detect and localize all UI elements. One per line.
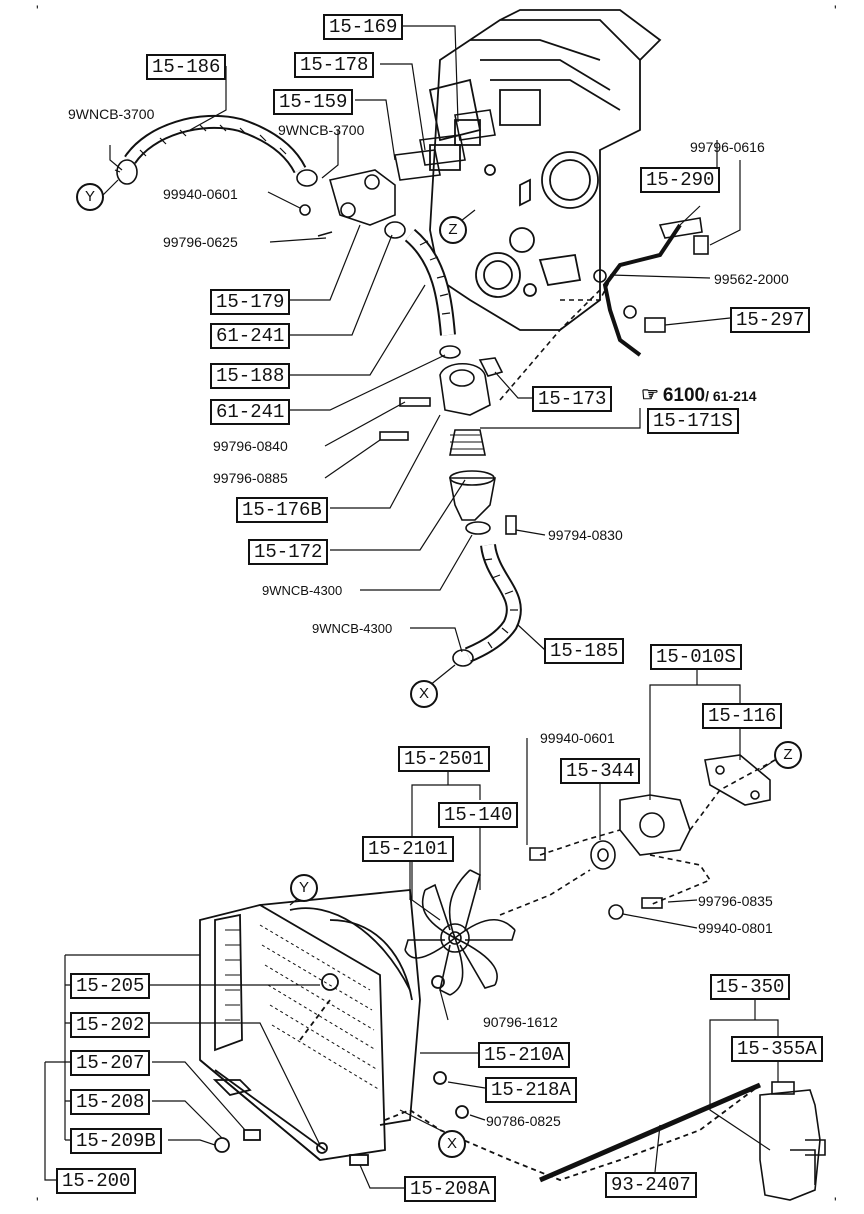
part-label-99562-2000: 99562-2000	[714, 271, 789, 287]
lower-radiator-hose	[452, 543, 522, 667]
part-label-9wncb-3700-a: 9WNCB-3700	[68, 106, 155, 122]
part-box-15-2501: 15-2501	[398, 746, 490, 772]
cross-reference-6100: ☞ 6100/ 61-214	[641, 382, 756, 407]
part-label-90786-0825: 90786-0825	[486, 1113, 561, 1129]
part-box-15-2101: 15-2101	[362, 836, 454, 862]
connection-marker-z-upper: Z	[439, 216, 467, 244]
cross-reference-sub: / 61-214	[705, 388, 757, 404]
connection-marker-z-lower: Z	[774, 741, 802, 769]
cooling-fan	[404, 869, 591, 996]
leader-lines	[44, 25, 779, 1189]
part-box-61-241-b: 61-241	[210, 399, 291, 425]
part-box-15-205: 15-205	[70, 973, 151, 999]
upper-radiator-hose	[116, 115, 318, 187]
part-box-15-186: 15-186	[146, 54, 227, 80]
corner-mark-bottom-left: '	[36, 1194, 39, 1210]
part-box-15-209B: 15-209B	[70, 1128, 162, 1154]
connection-marker-x-lower: X	[438, 1130, 466, 1158]
engine-block-drawing	[428, 9, 662, 331]
part-box-15-350: 15-350	[710, 974, 791, 1000]
part-box-15-355A: 15-355A	[731, 1036, 823, 1062]
pointing-hand-icon: ☞	[641, 384, 659, 406]
water-inlet-assembly	[379, 289, 601, 535]
cross-reference-main: 6100	[662, 385, 706, 406]
part-label-9wncb-4300-a: 9WNCB-4300	[262, 583, 343, 598]
part-box-15-140: 15-140	[438, 802, 519, 828]
part-box-15-297: 15-297	[730, 307, 811, 333]
part-label-90796-1612: 90796-1612	[483, 1014, 558, 1030]
corner-mark-top-right: '	[834, 2, 837, 18]
part-box-61-241-a: 61-241	[210, 323, 291, 349]
part-box-15-207: 15-207	[70, 1050, 151, 1076]
connection-marker-y-lower: Y	[290, 874, 318, 902]
part-box-15-176B: 15-176B	[236, 497, 328, 523]
radiator-assembly	[199, 889, 761, 1181]
corner-mark-bottom-right: '	[834, 1194, 837, 1210]
connection-marker-x-upper: X	[410, 680, 438, 708]
part-box-15-173: 15-173	[532, 386, 613, 412]
part-box-15-179: 15-179	[210, 289, 291, 315]
part-box-93-2407: 93-2407	[605, 1172, 697, 1198]
connection-marker-y-upper: Y	[76, 183, 104, 211]
part-label-9wncb-3700-b: 9WNCB-3700	[278, 122, 365, 138]
part-box-15-171S: 15-171S	[647, 408, 739, 434]
part-box-15-116: 15-116	[702, 703, 783, 729]
part-box-15-200: 15-200	[56, 1168, 137, 1194]
part-box-15-178: 15-178	[294, 52, 375, 78]
corner-mark-top-left: '	[36, 2, 39, 18]
part-box-15-185: 15-185	[544, 638, 625, 664]
part-box-15-208: 15-208	[70, 1089, 151, 1115]
coolant-reservoir	[539, 1081, 826, 1201]
part-box-15-159: 15-159	[273, 89, 354, 115]
part-label-9wncb-4300-b: 9WNCB-4300	[312, 621, 393, 636]
bypass-hose	[404, 228, 461, 359]
water-pump-assembly	[529, 754, 776, 920]
part-box-15-208A: 15-208A	[404, 1176, 496, 1202]
part-box-15-210A: 15-210A	[478, 1042, 570, 1068]
part-label-99796-0885: 99796-0885	[213, 470, 288, 486]
water-bypass-pipe	[560, 217, 709, 357]
part-label-99796-0835: 99796-0835	[698, 893, 773, 909]
part-label-99794-0830: 99794-0830	[548, 527, 623, 543]
part-label-99940-0601-a: 99940-0601	[163, 186, 238, 202]
part-label-99940-0601-b: 99940-0601	[540, 730, 615, 746]
part-box-15-344: 15-344	[560, 758, 641, 784]
part-label-99796-0625: 99796-0625	[163, 234, 238, 250]
part-box-15-169: 15-169	[323, 14, 404, 40]
part-box-15-202: 15-202	[70, 1012, 151, 1038]
part-label-99796-0616: 99796-0616	[690, 139, 765, 155]
part-label-99796-0840: 99796-0840	[213, 438, 288, 454]
part-box-15-172: 15-172	[248, 539, 329, 565]
part-box-15-290: 15-290	[640, 167, 721, 193]
part-box-15-218A: 15-218A	[485, 1077, 577, 1103]
part-box-15-010S: 15-010S	[650, 644, 742, 670]
thermostat-housing	[299, 109, 496, 239]
part-box-15-188: 15-188	[210, 363, 291, 389]
part-label-99940-0801: 99940-0801	[698, 920, 773, 936]
